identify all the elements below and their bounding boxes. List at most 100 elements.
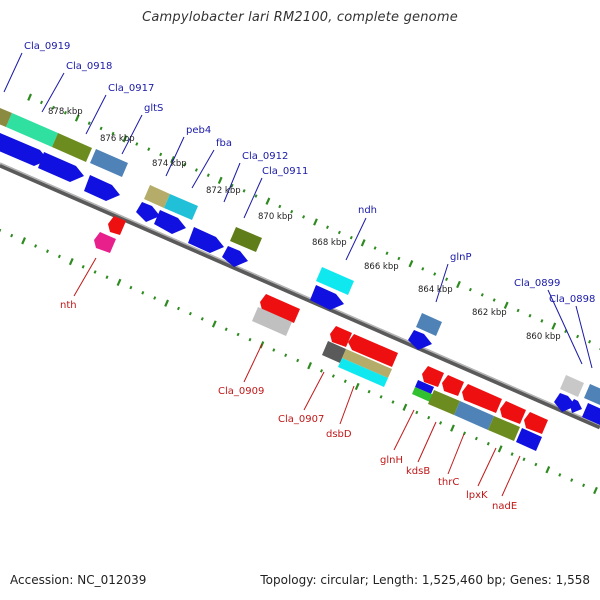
minor-tick [528,313,532,318]
gene-label-fwd: glnP [450,252,472,263]
accession-text: Accession: NC_012039 [10,573,147,587]
minor-tick [385,251,389,256]
kbp-label: 872 kbp [206,186,241,196]
gene-label-fwd: fba [216,138,232,149]
major-tick [503,301,509,309]
reverse-leader-lines [73,257,521,497]
gene-arrow-fwd [188,227,224,253]
minor-tick [391,400,395,404]
gene-label-fwd: Cla_0919 [24,41,70,52]
minor-tick [331,374,335,378]
minor-tick [576,334,580,339]
minor-tick [93,270,97,274]
minor-tick [540,319,544,323]
minor-tick [188,311,192,316]
gene-feature-fwd [584,384,600,405]
gene-label-fwd: gltS [144,103,163,114]
genome-backbone-highlight [0,162,600,426]
map-title: Campylobacter lari RM2100, complete geno… [142,10,458,25]
minor-tick [141,291,145,295]
minor-tick [129,285,133,290]
minor-tick [522,457,526,462]
gene-feature-fwd [144,185,170,208]
minor-tick [397,256,401,261]
minor-tick [87,121,91,125]
minor-tick [51,105,55,110]
minor-tick [570,478,574,482]
minor-tick [111,131,115,136]
gene-arrow-rev [94,232,116,253]
minor-tick [474,436,478,441]
gene-arrow-rev [500,401,526,424]
genome-summary-text: Topology: circular; Length: 1,525,460 bp… [260,573,590,587]
major-tick [408,260,414,268]
gene-feature-rev [488,416,520,441]
gene-arrow-fwd [570,399,582,413]
gene-label-rev: thrC [438,477,459,488]
gene-feature-rev [415,380,434,394]
gene-arrow-rev [422,366,444,387]
major-tick [217,176,223,185]
major-tick [21,237,27,245]
genome-backbone [0,162,600,430]
minor-tick [105,275,109,279]
reverse-gene-labels: nth Cla_0909 Cla_0907 dsbD glnH kdsB thr… [60,300,517,512]
minor-tick [63,111,67,115]
minor-tick [99,126,103,131]
minor-tick [343,379,347,384]
kbp-label: 876 kbp [100,134,135,144]
minor-tick [254,194,258,198]
gene-arrow-fwd [582,403,600,425]
gene-feature-rev [342,349,392,378]
gene-arrow-fwd [38,152,84,182]
gene-feature-fwd [52,133,92,162]
gene-arrow-fwd [554,393,576,412]
gene-arrow-fwd [154,210,186,234]
minor-tick [290,209,294,214]
gene-label-fwd: Cla_0899 [514,278,560,289]
minor-tick [367,389,371,394]
minor-tick [284,353,288,358]
minor-tick [582,483,586,488]
forward-leader-lines [3,52,593,369]
reverse-features [94,216,548,451]
minor-tick [176,306,181,311]
minor-tick [421,267,425,271]
minor-tick [159,152,163,157]
gene-label-fwd: Cla_0911 [262,166,308,177]
kbp-label: 860 kbp [526,332,561,342]
gene-feature-fwd [230,227,262,252]
gene-arrow-fwd [408,330,432,350]
major-tick [68,257,74,266]
gene-feature-fwd [90,149,128,177]
gene-feature-rev [428,390,460,415]
major-tick [211,320,217,328]
minor-tick [302,215,306,219]
minor-tick [39,100,44,105]
minor-tick [236,332,240,337]
kbp-label: 866 kbp [364,262,399,272]
minor-tick [415,410,419,415]
gene-feature-fwd [560,375,584,397]
gene-arrow-fwd [0,133,48,166]
minor-tick [10,233,14,238]
forward-gene-labels: Cla_0919 Cla_0918 Cla_0917 gltS peb4 fba… [24,41,595,305]
gene-label-rev: kdsB [406,466,430,477]
minor-tick [510,452,514,456]
gene-feature-fwd [316,267,354,295]
gene-arrow-fwd [222,246,248,267]
kbp-label: 878 kbp [48,107,83,117]
minor-tick [224,327,228,332]
major-tick [122,135,128,143]
gene-label-fwd: peb4 [186,125,211,136]
gene-arrow-rev [524,412,548,434]
gene-feature-fwd [6,113,58,147]
minor-tick [319,369,324,373]
minor-tick [433,272,437,276]
minor-tick [492,298,496,302]
gene-feature-fwd [164,194,198,220]
forward-features [0,108,600,425]
kbp-label: 864 kbp [418,285,453,295]
